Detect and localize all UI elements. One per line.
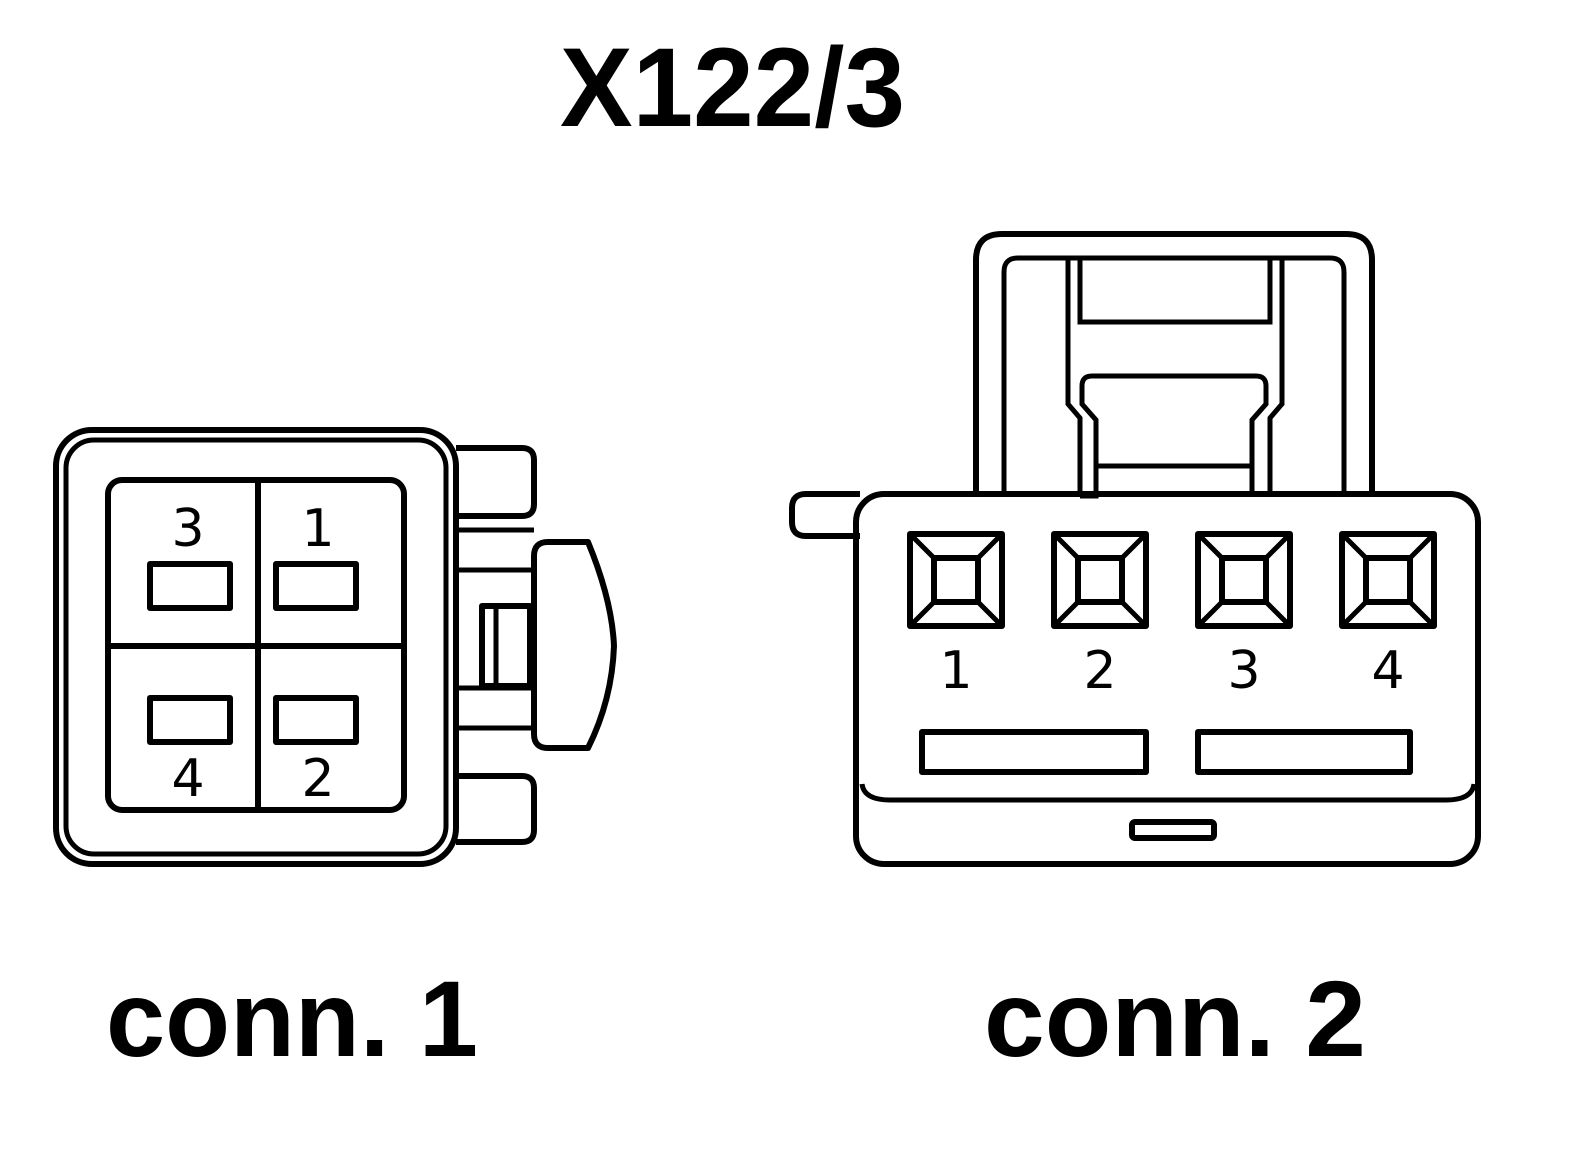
connector-1-pin-1-label: 1 (301, 499, 334, 559)
connector-1-pin-3-label: 3 (171, 499, 204, 559)
connector-1-latch-top (456, 445, 537, 519)
connector-1-pin-2-label: 2 (301, 749, 334, 809)
connector-2-pin-1-cavity (907, 531, 1005, 629)
connector-2-side-tab (789, 491, 860, 539)
connector-2-pin-2-label: 2 (1083, 641, 1116, 701)
connector-2-housing (853, 491, 1481, 867)
connector-2-key-slot (1129, 819, 1217, 841)
connector-1-housing (53, 427, 459, 867)
connector-1-pin-4-slot (147, 695, 233, 745)
connector-1-latch-bottom (456, 773, 537, 845)
connector-2-pin-2-cavity (1051, 531, 1149, 629)
connector-2-slot-right (1195, 729, 1413, 775)
connector-2-pin-4-label: 4 (1371, 641, 1404, 701)
diagram-title: X122/3 (560, 25, 905, 150)
connector-1: 3 1 4 2 (53, 427, 617, 867)
connector-2-pin-1-label: 1 (939, 641, 972, 701)
connector-1-pin-2-slot (273, 695, 359, 745)
connector-2-pin-3-label: 3 (1227, 641, 1260, 701)
connector-1-pin-3-slot (147, 561, 233, 611)
connector-2-pin-3-cavity (1195, 531, 1293, 629)
connector-2-slot-left (919, 729, 1149, 775)
connector-1-label: conn. 1 (106, 958, 478, 1079)
connector-1-pin-1-slot (273, 561, 359, 611)
connector-2: 1 2 3 4 (789, 231, 1481, 867)
connector-2-pin-4-cavity (1339, 531, 1437, 629)
connector-2-label: conn. 2 (984, 958, 1366, 1079)
connector-1-pin-4-label: 4 (171, 749, 204, 809)
connector-1-locking-clip (531, 539, 617, 751)
connector-2-latch-frame (973, 231, 1375, 496)
